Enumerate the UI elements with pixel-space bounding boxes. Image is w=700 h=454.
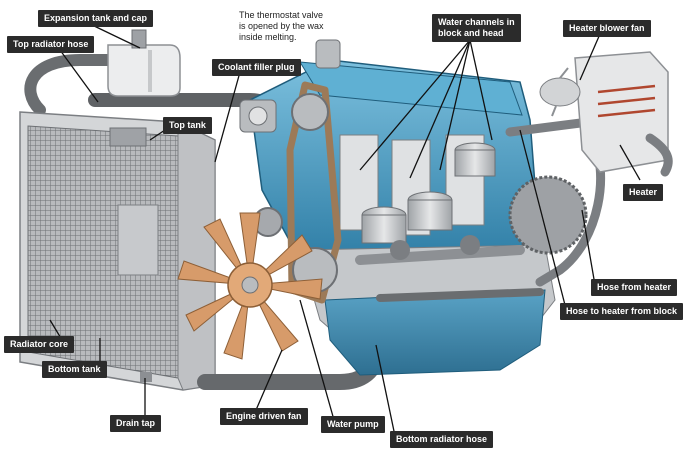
thermostat-shape [239, 99, 277, 133]
label-radiator-core: Radiator core [4, 336, 75, 353]
label-top-radiator-hose: Top radiator hose [7, 36, 95, 53]
label-expansion-tank-cap: Expansion tank and cap [38, 10, 154, 27]
thermostat-note: The thermostat valve is opened by the wa… [239, 10, 324, 42]
heater-return-pipe-shape [376, 288, 544, 302]
heater-unit-shape [539, 51, 673, 177]
label-heater: Heater [623, 184, 664, 201]
top-radiator-hose-shape [24, 54, 146, 116]
label-drain-tap: Drain tap [110, 415, 162, 432]
label-engine-driven-fan: Engine driven fan [220, 408, 308, 425]
label-bottom-radiator-hose: Bottom radiator hose [390, 431, 494, 448]
label-hose-to-heater: Hose to heater from block [560, 303, 684, 320]
label-coolant-filler-plug: Coolant filler plug [212, 59, 301, 76]
label-bottom-tank: Bottom tank [42, 361, 107, 378]
label-water-channels: Water channels in block and head [432, 14, 521, 42]
label-hose-from-heater: Hose from heater [591, 279, 678, 296]
radiator-shape [19, 111, 216, 391]
label-water-pump: Water pump [321, 416, 385, 433]
expansion-tank-shape [107, 29, 181, 97]
label-heater-blower-fan: Heater blower fan [563, 20, 651, 37]
label-top-tank: Top tank [163, 117, 212, 134]
engine-fan-shape [177, 212, 323, 360]
